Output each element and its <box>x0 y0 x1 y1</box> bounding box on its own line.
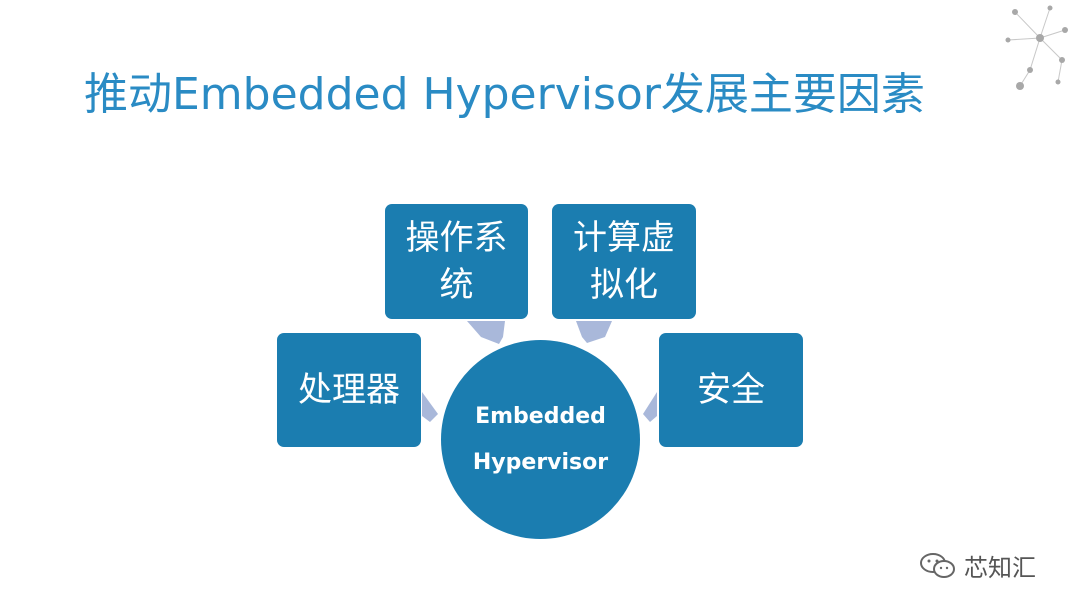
arrow-os-to-center <box>467 321 505 344</box>
page-title: 推动Embedded Hypervisor发展主要因素 <box>84 69 925 120</box>
wechat-icon <box>920 552 955 578</box>
factor-box-compute-virtualization: 计算虚 拟化 <box>552 204 696 319</box>
factor-box-processor: 处理器 <box>277 333 421 447</box>
factor-cpu-label: 处理器 <box>298 369 400 410</box>
arrow-cpu-to-center <box>422 392 438 422</box>
factor-cv-line1: 计算虚 <box>573 217 675 258</box>
factor-cv-line2: 拟化 <box>590 264 658 305</box>
arrow-sec-to-center <box>643 392 657 422</box>
network-decoration <box>1005 5 1068 90</box>
watermark: 芯知汇 <box>918 548 1036 583</box>
factor-os-line1: 操作系 <box>405 217 508 258</box>
center-line2: Hypervisor <box>472 449 609 475</box>
watermark-text: 芯知汇 <box>964 554 1036 582</box>
center-circle: Embedded Hypervisor <box>441 340 640 539</box>
factor-sec-label: 安全 <box>697 369 765 410</box>
factor-os-line2: 统 <box>439 264 474 305</box>
center-line1: Embedded <box>475 403 606 429</box>
arrow-cv-to-center <box>576 321 612 343</box>
factor-box-security: 安全 <box>659 333 803 447</box>
factor-box-os: 操作系 统 <box>385 204 528 319</box>
